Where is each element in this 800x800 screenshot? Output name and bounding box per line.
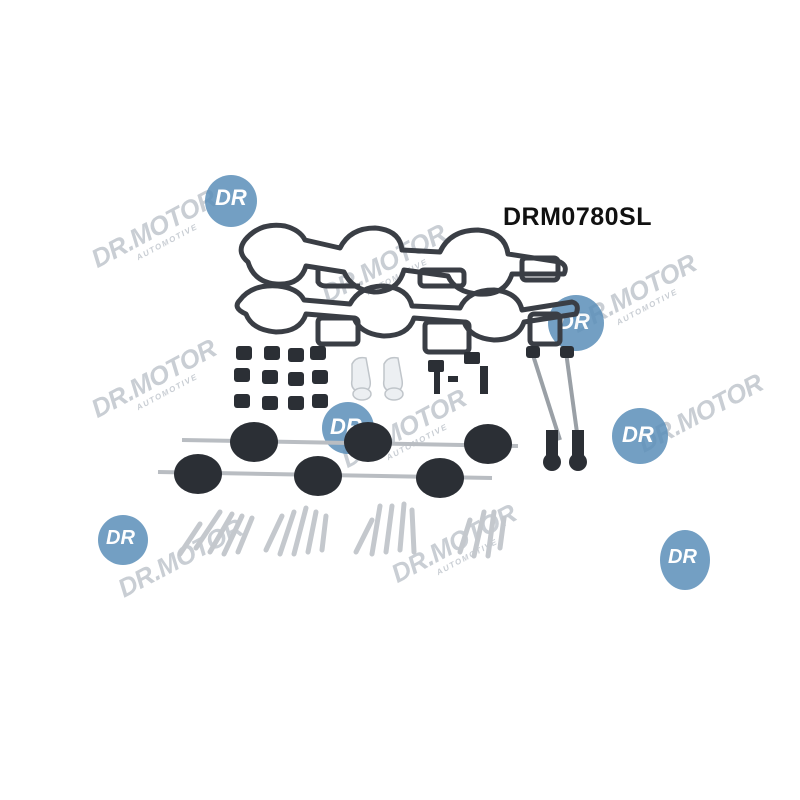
actuator-connectors [428,352,488,394]
bolt-group-2 [263,505,329,557]
part-code: DRM0780SL [503,203,652,231]
intake-gasket-upper [238,222,568,297]
watermark-badge-bottom-right: DR [660,530,710,590]
watermark-badge-top: DR [205,175,257,227]
watermark-badge-left: DR [98,515,148,565]
flap-shaft-lower [157,454,493,498]
bolt-group-3 [353,501,417,557]
control-rods [526,346,587,471]
bolt-group-4 [457,509,507,559]
watermark-badge-far-right: DR [612,408,668,464]
bolt-group-1 [177,509,255,557]
rubber-bushings [234,346,328,410]
flap-shaft-upper [181,422,519,464]
intake-gasket-lower [234,283,580,355]
plastic-clips [350,356,404,401]
